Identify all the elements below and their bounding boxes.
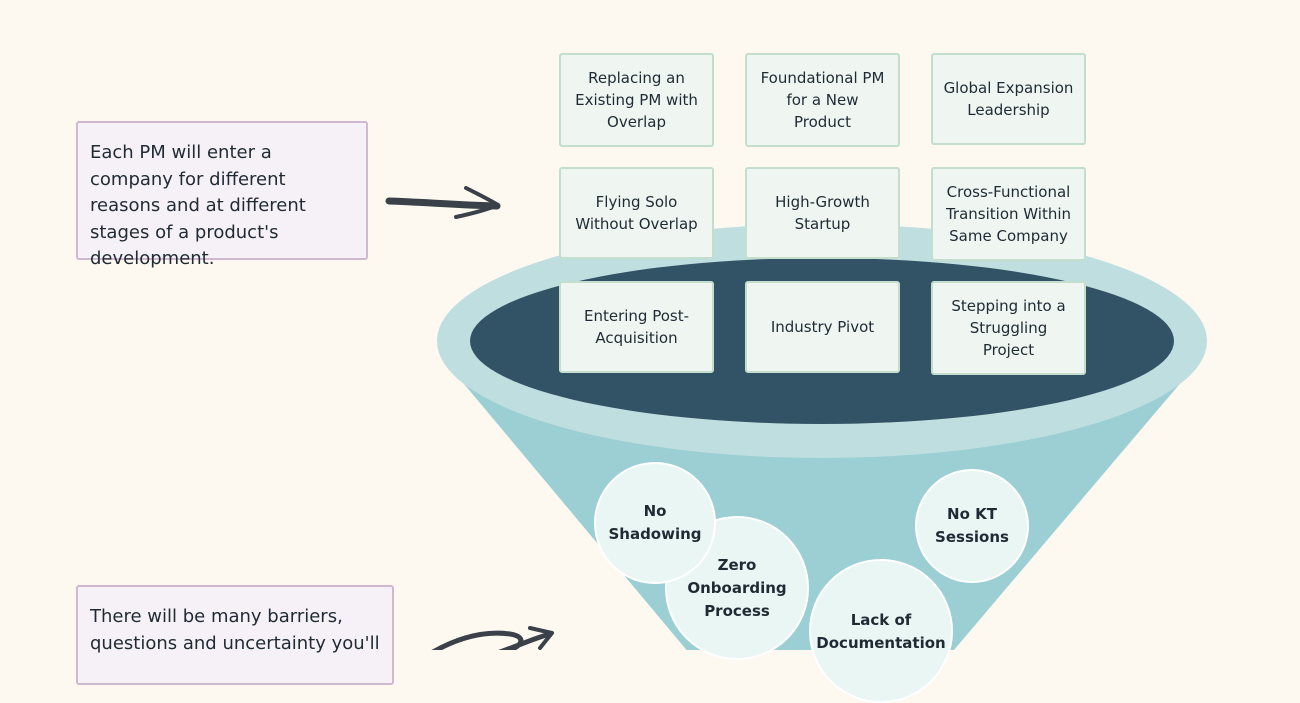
- card-industry-pivot: Industry Pivot: [745, 281, 900, 373]
- card-label: Cross-Functional Transition Within Same …: [945, 183, 1072, 245]
- bubble-label: No Shadowing: [608, 502, 702, 543]
- card-label: Foundational PM for a New Product: [760, 69, 885, 131]
- bubble-label: No KT Sessions: [935, 505, 1009, 546]
- bubble-label: Zero Onboarding Process: [687, 555, 787, 620]
- card-replacing-pm: Replacing an Existing PM with Overlap: [559, 53, 714, 147]
- bubble-zero-onboarding: Zero Onboarding Process: [665, 516, 809, 660]
- card-high-growth-startup: High-Growth Startup: [745, 167, 900, 259]
- curly-arrow: [431, 626, 554, 650]
- card-post-acquisition: Entering Post-Acquisition: [559, 281, 714, 373]
- card-foundational-pm: Foundational PM for a New Product: [745, 53, 900, 147]
- note-entry-reasons: Each PM will enter a company for differe…: [76, 121, 368, 269]
- note-barriers: There will be many barriers, questions a…: [76, 585, 394, 685]
- hand-drawn-arrow: [385, 186, 501, 219]
- note-entry-reasons-text: Each PM will enter a company for differe…: [90, 142, 306, 269]
- card-label: Flying Solo Without Overlap: [575, 193, 698, 233]
- card-label: Entering Post-Acquisition: [583, 307, 690, 347]
- card-flying-solo: Flying Solo Without Overlap: [559, 167, 714, 259]
- card-label: Stepping into a Struggling Project: [951, 297, 1066, 359]
- bubble-lack-of-documentation: Lack of Documentation: [809, 559, 953, 703]
- card-struggling-project: Stepping into a Struggling Project: [931, 281, 1086, 375]
- card-label: High-Growth Startup: [775, 193, 870, 233]
- card-label: Industry Pivot: [770, 318, 875, 336]
- card-label: Replacing an Existing PM with Overlap: [575, 69, 698, 131]
- note-barriers-text: There will be many barriers, questions a…: [90, 606, 380, 654]
- card-cross-functional: Cross-Functional Transition Within Same …: [931, 167, 1086, 261]
- card-global-expansion: Global Expansion Leadership: [931, 53, 1086, 145]
- bubble-no-kt-sessions: No KT Sessions: [915, 469, 1029, 583]
- bubble-no-shadowing: No Shadowing: [594, 462, 716, 584]
- card-label: Global Expansion Leadership: [943, 79, 1074, 119]
- bubble-label: Lack of Documentation: [816, 611, 946, 652]
